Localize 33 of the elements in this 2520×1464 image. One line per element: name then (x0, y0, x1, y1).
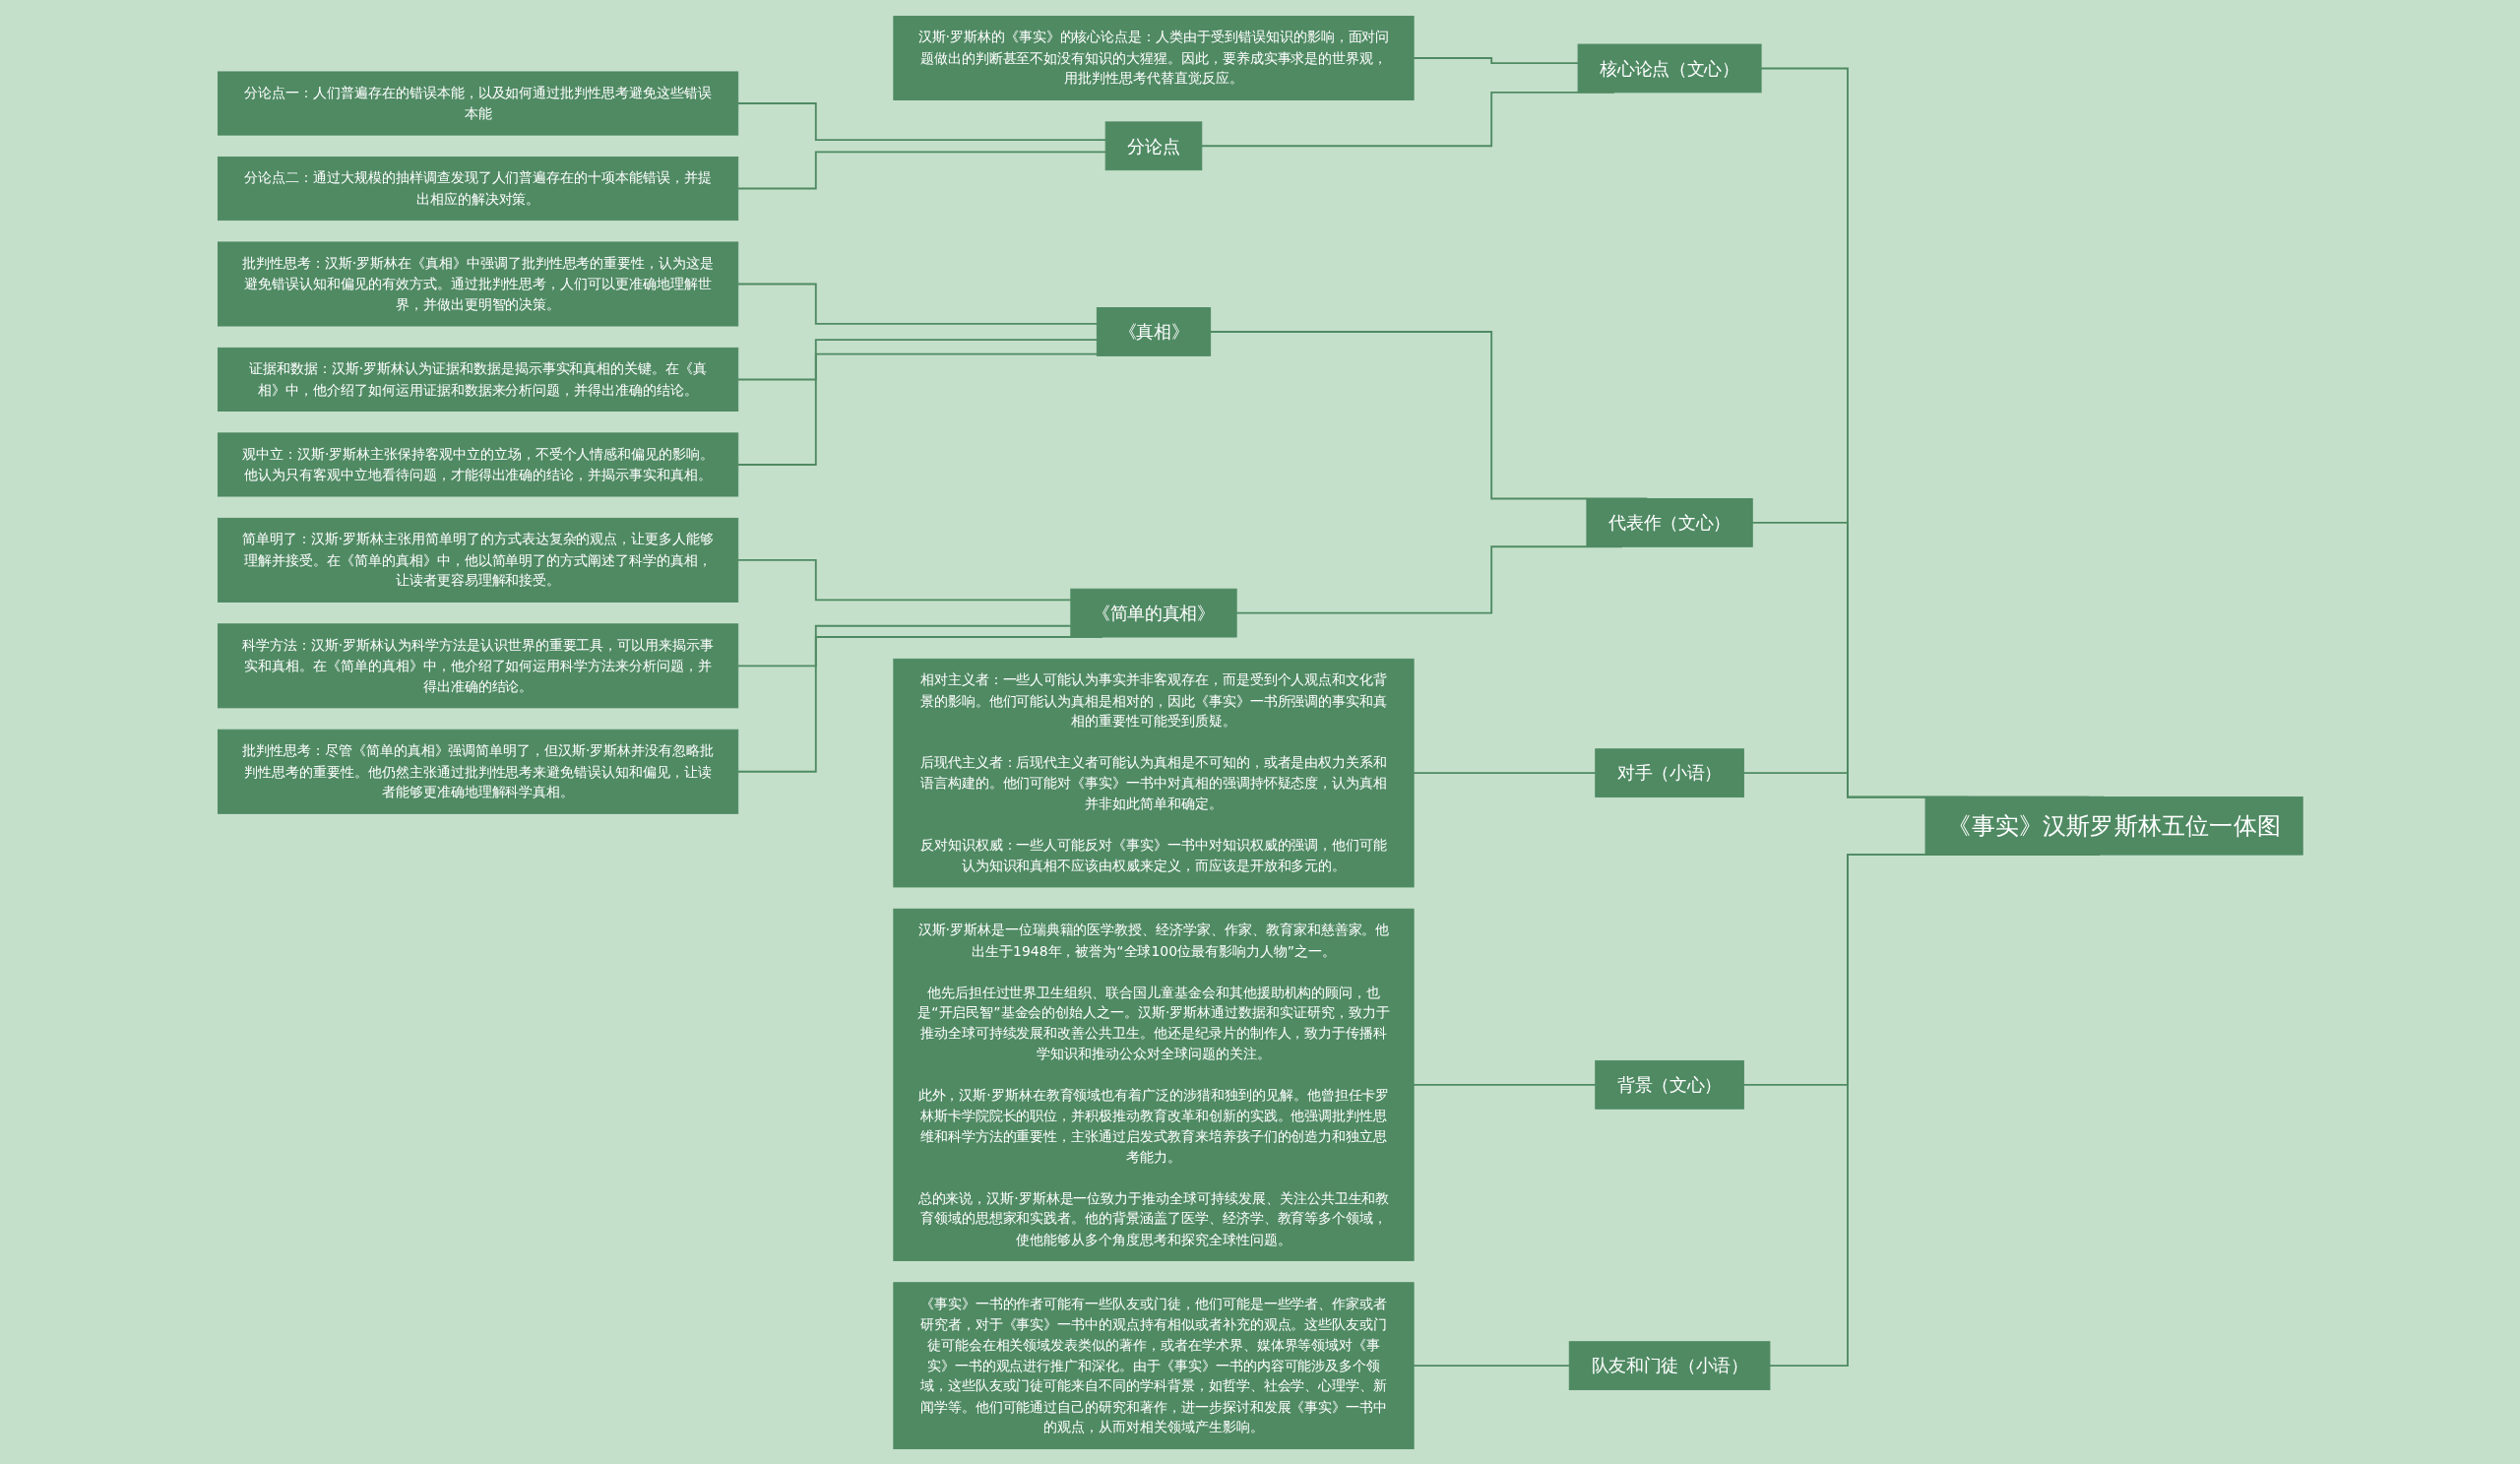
node-box (1577, 43, 1762, 93)
node-box (1096, 306, 1211, 356)
connector (1412, 771, 1597, 774)
node-box (1070, 588, 1237, 637)
connector (1412, 56, 1579, 64)
connector (736, 624, 1072, 667)
connector (736, 338, 1098, 380)
node-box (1104, 120, 1202, 170)
node-box (217, 622, 738, 708)
connector (736, 101, 1106, 141)
node-box (217, 70, 738, 136)
node-box (1594, 1059, 1744, 1110)
node-box (217, 517, 738, 603)
connector (736, 558, 1072, 601)
connector (736, 151, 1106, 189)
node-box (893, 658, 1415, 887)
node-box (217, 240, 738, 326)
connector (736, 352, 1098, 466)
node-box (217, 347, 738, 412)
node-box (217, 156, 738, 221)
node-box (1594, 747, 1744, 797)
node-box (893, 1281, 1415, 1449)
node-box (217, 729, 738, 814)
node-box (217, 431, 738, 496)
mind-map-drawing: 《事实》汉斯罗斯林五位一体图 核心论点（文心） 汉斯·罗斯林的《事实》的核心论点是：人类由于受到错误知识的影响，面对问题做出的判断甚至不如没有知识的大猩猩。因此，要养成实事求是的世界观，用批判性思考代替直觉反应。 分论点 分论点一：人们普遍存在的错误本能，以及如何通过批判性思考避免这些错误本能 分论点二：通过大规模的抽样调查发现了人们普遍存在的十项本能错误，并提出相应的解决对策。 代表作（文心） 《真相》 批判性思考：汉斯·罗斯林在《真相》中强调了批判性思考的重要性，认为这是避免错误认知和偏见的有效方式。通过批判性思考，人们可以更准确地理解世界，并做出更明智的决策。 证据和数据：汉斯·罗斯林认为证据和数据是揭示事实和真相的关键。在《真相》中，他介绍了如何运用证据和数据来分析问题，并得出准确的结论。 观中立：汉斯·罗斯林主张保持客观中立的立场，不受个人情感和偏见的影响。他认为只有客观中立地看待问题，才能得出准确的结论，并揭示事实和真相。 《简单的真相》 简单明了：汉斯·罗斯林主张用简单明了的方式表达复杂的观点，让更多人能够理解并接受。在《简单的真相》中，他以简单明了的方式阐述了科学的真相，让读者更容易理解和接受。 科学方法：汉斯·罗斯林认为科学方法是认识世界的重要工具，可以用来揭示事实和真相。在《简单的真相》中，他介绍了如何运用科学方法来分析问题，并得出准确的结论。 批判性思考：尽管《简单的真相》强调简单明了，但汉斯·罗斯林并没有忽略批判性思考的重要性。他仍然主张通过批判性思考来避免错误认知和偏见，让读者能够更准确地理解科学真相。 对手（小语） 相对主义者：一些人可能认为事实并非客观存在，而是受到个人观点和文化背景的影响。他们可能认为真相是相对的，因此《事实》一书所强调的事实和真相的重要性可能受到质疑。 后现代主义者：后现代主义者可能认为真相是不可知的，或者是由权力关系和语言构建的。他们可能对《事实》一书中对真相的强调持怀疑态度，认为真相并非如此简单和确定。 反对知识权威：一些人可能反对《事实》一书中对知识权威的强调，他们可能认为知识和真相不应该由权威来定义，而应该是开放和多元的。 背景（文心） 汉斯·罗斯林是一位瑞典籍的医学教授、经济学家、作家、教育家和慈善家。他出生于1948年，被誉为“全球100位最有影响力人物”之一。 他先后担任过世界卫生组织、联合国儿童基金会和其他援助机构的顾问，也是“开启民智”基金会的创始人之一。汉斯·罗斯林通过数据和实证研究，致力于推动全球可持续发展和改善公共卫生。他还是纪录片的制作人，致力于传播科学知识和推动公众对全球问题的关注。 此外，汉斯·罗斯林在教育领域也有着广泛的涉猎和独到的见解。他曾担任卡罗林斯卡学院院长的职位，并积极推动教育改革和创新的实践。他强调批判性思维和科学方法的重要性，主张通过启发式教育来培养孩子们的创造力和独立思考能力。 总的来说，汉斯·罗斯林是一位致力于推动全球可持续发展、关注公共卫生和教育领域的思想家和实践者。他的背景涵盖了医学、经济学、教育等多个领域，使他能够从多个角度思考和探究全球性问题。 队友和门徒（小语） 《事实》一书的作者可能有一些队友或门徒，他们可能是一些学者、作家或者研究者，对于《事实》一书中的观点持有相似或者补充的观点。这些队友或门徒可能会在相关领域发表类似的著作，或者在学术界、媒体界等领域对《事实》一书的观点进行推广和深化。由于《事实》一书的内容可能涉及多个领域，这些队友或门徒可能来自不同的学科背景，如哲学、社会学、心理学、新闻学等。他们可能通过自己的研究和著作，进一步探讨和发展《事实》一书中的观点，从而对相关领域产生影响。 (210, 8, 2310, 1456)
node-box (1586, 497, 1753, 547)
node-box (893, 908, 1415, 1261)
node-box (1568, 1340, 1771, 1390)
node-box (1924, 796, 2303, 856)
connector (736, 283, 1098, 325)
connector (1412, 1364, 1570, 1367)
node-box (893, 15, 1415, 100)
connector (1412, 1083, 1597, 1086)
